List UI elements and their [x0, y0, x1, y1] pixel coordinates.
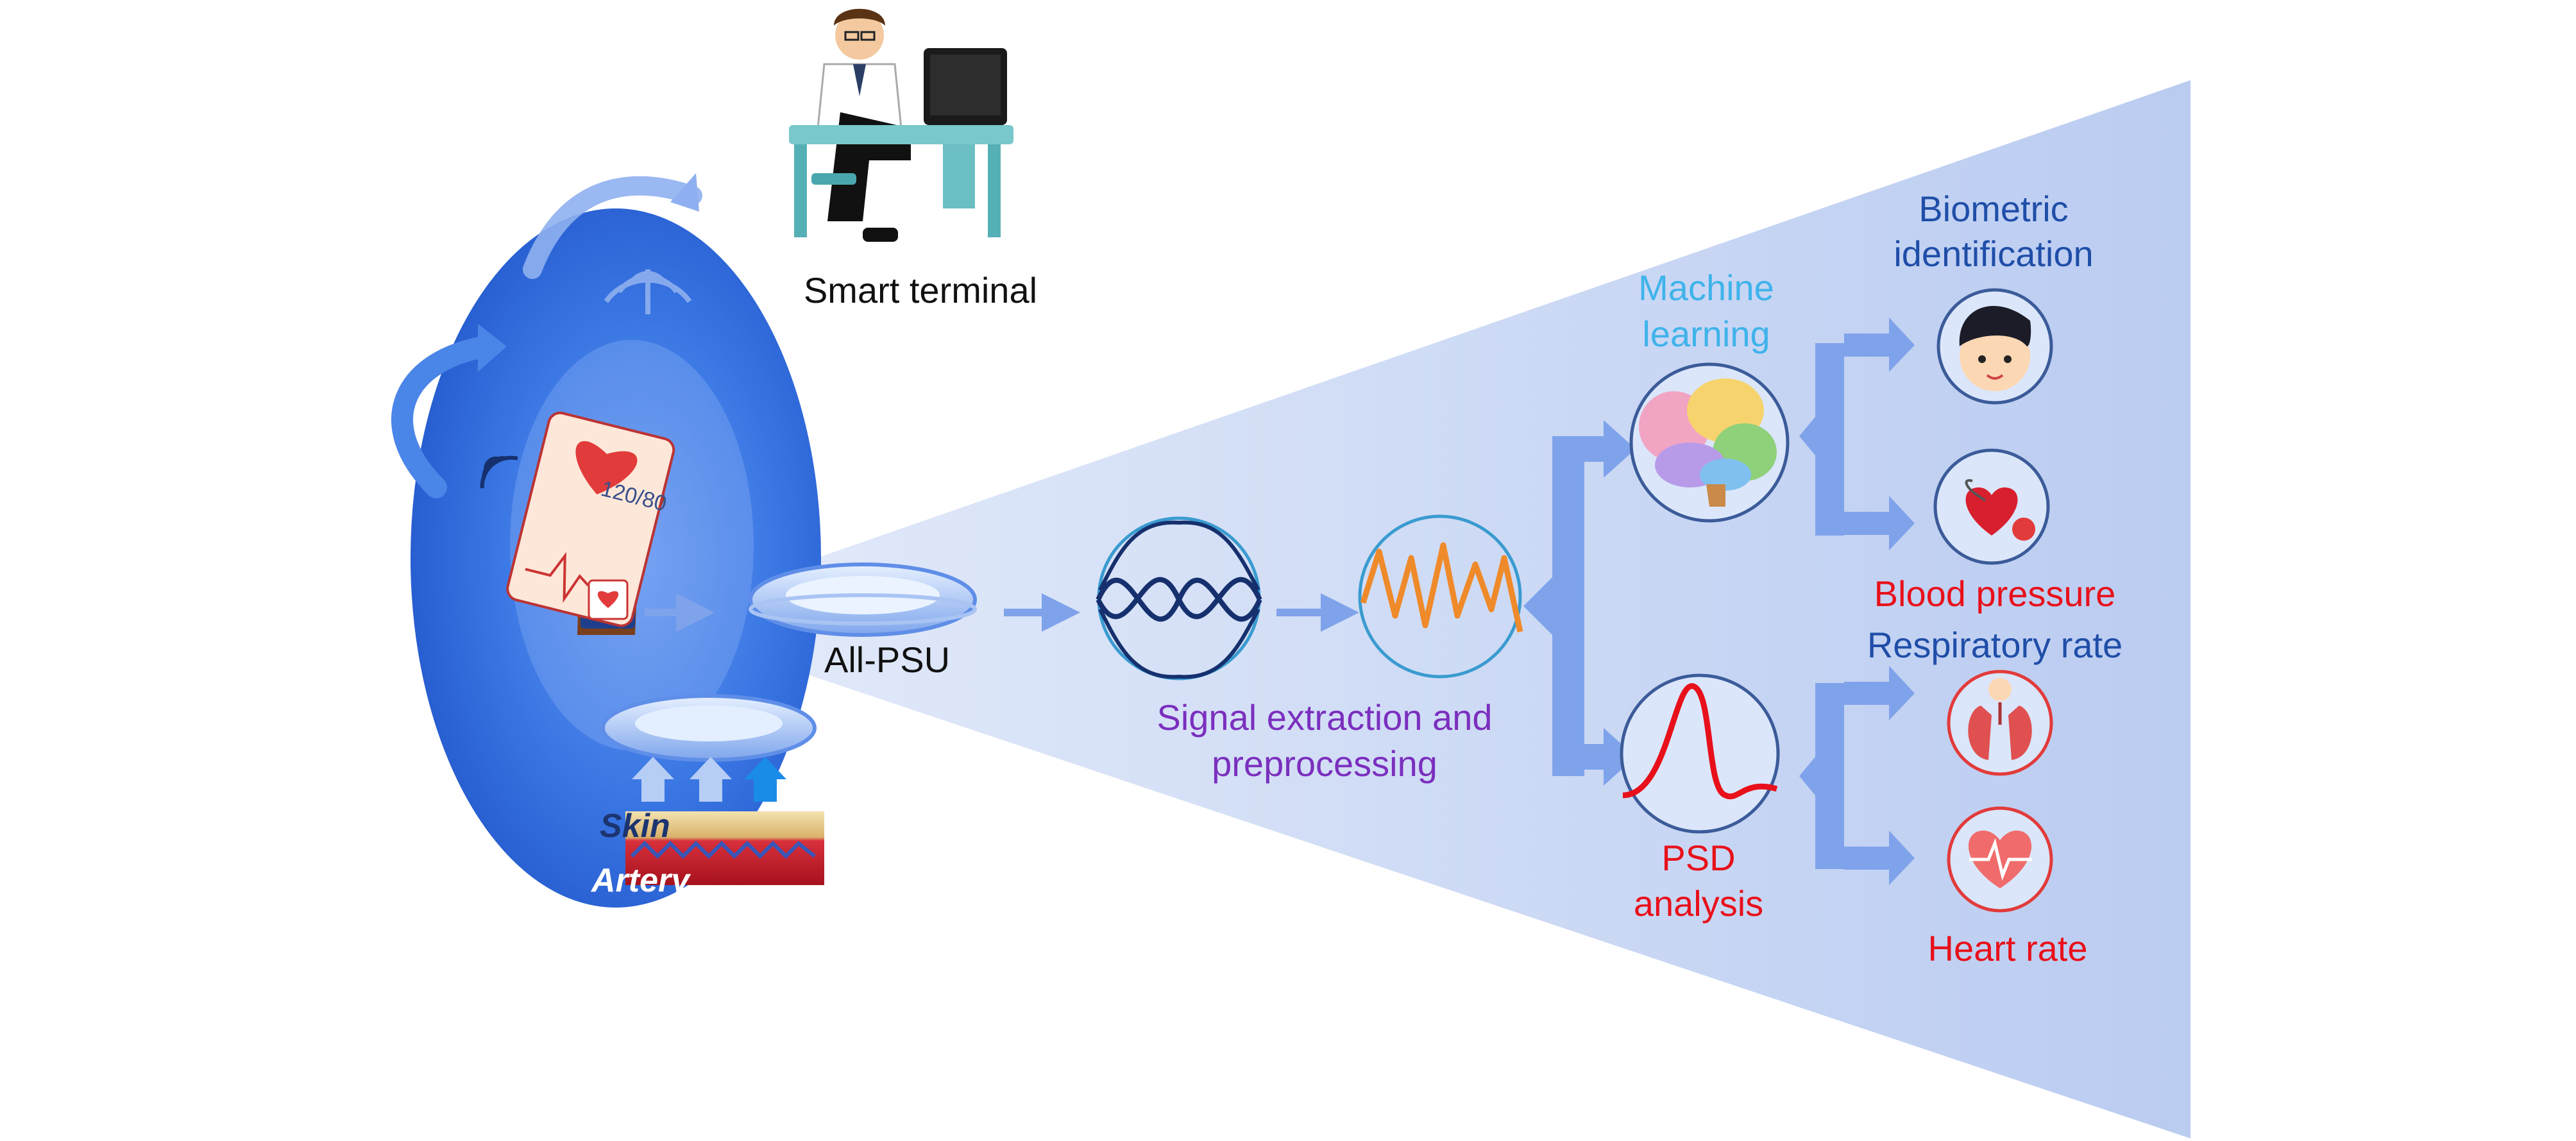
raw-signal-icon [1096, 516, 1262, 680]
upward-arrows [632, 757, 786, 802]
branch-arrows-psd [1799, 666, 1915, 885]
psd-label-line2: analysis [1634, 883, 1763, 924]
wireless-arrow-left [391, 335, 498, 498]
psd-label-line1: PSD [1661, 838, 1735, 878]
wristband-icon [588, 579, 629, 620]
smart-terminal-label: Smart terminal [804, 270, 1037, 310]
face-icon [1936, 288, 2053, 405]
branch-arrows-ml [1799, 317, 1915, 550]
skin-artery-block [625, 811, 824, 885]
projection-cone [641, 80, 2190, 1138]
signal-processing-label-line1: Signal extraction and [1157, 697, 1492, 738]
phone-icon [506, 411, 675, 627]
skin-label: Skin [600, 807, 670, 845]
all-psu-label: All-PSU [824, 639, 950, 680]
filtered-signal-icon [1358, 514, 1523, 679]
sensor-icon [601, 694, 817, 762]
respiratory-rate-label: Respiratory rate [1867, 625, 2123, 665]
branch-arrows-main [1523, 420, 1636, 786]
wireless-arrow-left-head [478, 324, 507, 372]
heart-icon [1947, 806, 2053, 913]
machine-learning-label-line1: Machine [1638, 267, 1774, 308]
heart-rate-label: Heart rate [1928, 928, 2088, 968]
desk-icon [789, 125, 1013, 237]
lungs-icon [1947, 670, 2053, 776]
biometric-label-line1: Biometric [1919, 189, 2068, 229]
blood-pressure-icon [1933, 448, 2050, 565]
wifi-icon [480, 455, 518, 489]
machine-learning-label-line2: learning [1642, 314, 1770, 354]
blood-pressure-label: Blood pressure [1874, 573, 2116, 614]
brain-icon [1629, 362, 1790, 523]
artery-label: Artery [590, 862, 691, 899]
biometric-label-line2: identification [1894, 233, 2093, 274]
wireless-arrow-top-head [670, 173, 699, 212]
wireless-arrow-top [523, 176, 702, 279]
all-psu-device [749, 562, 977, 637]
signal-processing-label-line2: preprocessing [1212, 743, 1437, 784]
wifi-icon [604, 269, 692, 314]
psd-icon [1620, 673, 1780, 834]
